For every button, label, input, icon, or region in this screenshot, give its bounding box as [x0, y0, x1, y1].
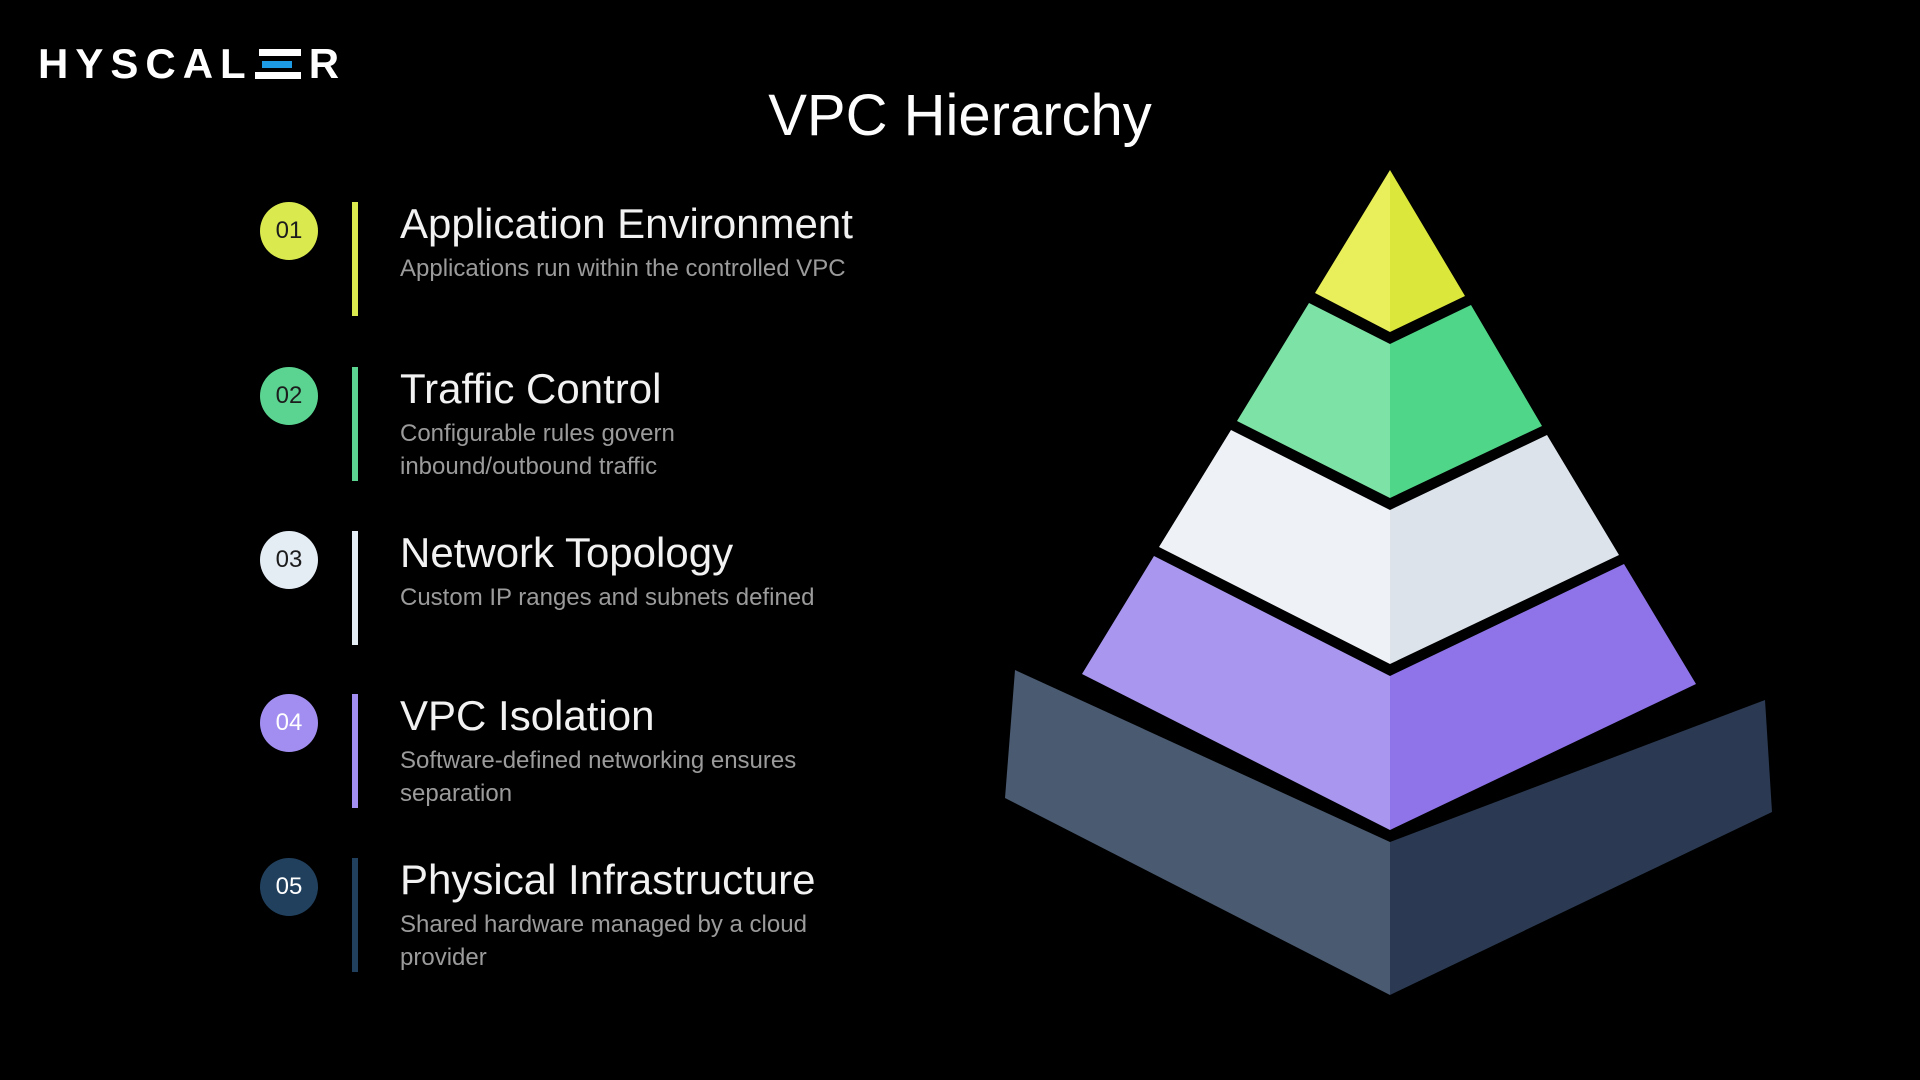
item-accent-bar — [352, 531, 358, 645]
pyramid-level-5-right-face — [1390, 700, 1772, 995]
list-item-network-topology: 03 Network Topology Custom IP ranges and… — [260, 531, 900, 651]
item-number-badge: 01 — [260, 202, 318, 260]
item-description: Configurable rules govern inbound/outbou… — [400, 417, 675, 483]
logo-e-middle-bar — [261, 60, 292, 68]
item-title: VPC Isolation — [400, 692, 655, 739]
item-accent-bar — [352, 202, 358, 316]
item-description: Custom IP ranges and subnets defined — [400, 581, 815, 614]
item-title: Physical Infrastructure — [400, 856, 816, 903]
item-description: Shared hardware managed by a cloud provi… — [400, 908, 816, 974]
list-item-vpc-isolation: 04 VPC Isolation Software-defined networ… — [260, 694, 900, 814]
item-number-badge: 05 — [260, 858, 318, 916]
item-description-line: inbound/outbound traffic — [400, 453, 658, 480]
logo-e-bottom-bar — [254, 72, 301, 79]
list-item-traffic-control: 02 Traffic Control Configurable rules go… — [260, 367, 900, 487]
page-title: VPC Hierarchy — [768, 83, 1152, 148]
pyramid-level-2-right-face — [1390, 305, 1542, 498]
pyramid-level-3-left-face — [1159, 430, 1390, 664]
brand-logo-text-prefix: HYSCAL — [38, 40, 253, 87]
logo-e-top-bar — [258, 49, 301, 56]
brand-logo-stylized-e-icon — [254, 49, 301, 79]
item-number-badge: 03 — [260, 531, 318, 589]
item-title: Traffic Control — [400, 365, 662, 412]
item-description-line: separation — [400, 780, 513, 807]
pyramid-level-5-left-face — [1005, 670, 1390, 995]
list-item-application-environment: 01 Application Environment Applications … — [260, 202, 900, 322]
pyramid-level-3-right-face — [1390, 435, 1619, 664]
item-description-line: Configurable rules govern — [400, 420, 675, 447]
item-number-badge: 02 — [260, 367, 318, 425]
pyramid-level-1-left-face — [1315, 170, 1390, 332]
item-accent-bar — [352, 858, 358, 972]
pyramid-level-4-right-face — [1390, 564, 1696, 830]
item-description-line: Shared hardware managed by a cloud — [400, 911, 807, 938]
pyramid-level-4-left-face — [1082, 556, 1390, 830]
item-title: Application Environment — [400, 200, 853, 247]
item-description: Applications run within the controlled V… — [400, 252, 853, 285]
item-description-line: Custom IP ranges and subnets defined — [400, 584, 815, 611]
item-description-line: Software-defined networking ensures — [400, 747, 797, 774]
brand-logo: HYSCAL R — [38, 40, 346, 88]
item-accent-bar — [352, 367, 358, 481]
item-title: Network Topology — [400, 529, 734, 576]
pyramid-level-1-right-face — [1390, 170, 1465, 332]
list-item-physical-infrastructure: 05 Physical Infrastructure Shared hardwa… — [260, 858, 900, 978]
item-description-line: provider — [400, 944, 487, 971]
brand-logo-text-suffix: R — [308, 40, 347, 87]
pyramid-level-2-left-face — [1237, 303, 1390, 498]
item-description: Software-defined networking ensures sepa… — [400, 744, 796, 810]
item-accent-bar — [352, 694, 358, 808]
item-description-line: Applications run within the controlled V… — [400, 255, 846, 282]
item-number-badge: 04 — [260, 694, 318, 752]
